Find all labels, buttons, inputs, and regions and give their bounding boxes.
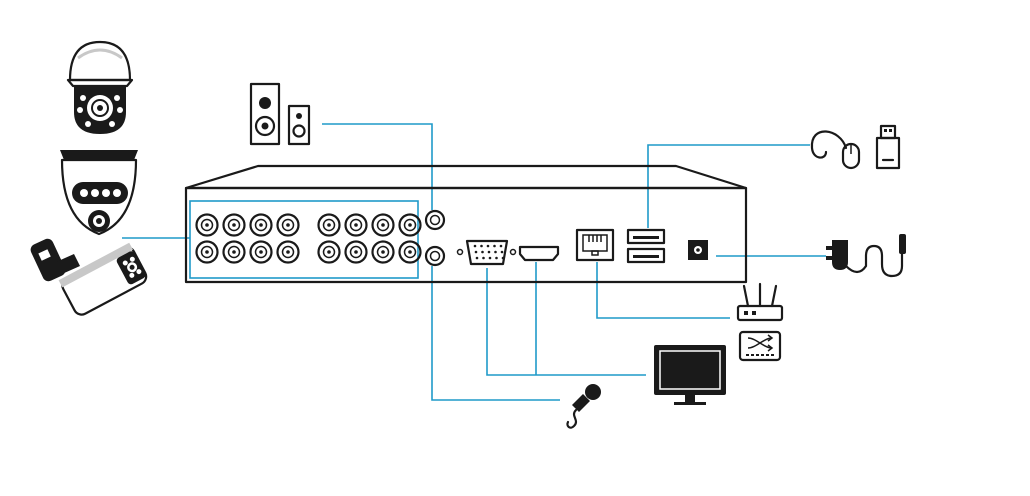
bnc-port[interactable] <box>222 240 246 264</box>
vga-pin <box>487 250 491 254</box>
bnc-port[interactable] <box>317 240 341 264</box>
dc-power-port[interactable] <box>688 240 708 260</box>
bnc-port[interactable] <box>398 213 422 237</box>
vga-pin <box>481 250 484 254</box>
power-adapter-icon <box>826 234 906 278</box>
wire-vga <box>486 268 646 376</box>
bnc-port[interactable] <box>249 213 273 237</box>
bnc-port[interactable] <box>222 213 246 237</box>
bnc-port-grid <box>195 213 422 264</box>
router-icon <box>736 282 784 322</box>
network-switch-icon <box>738 330 782 362</box>
microphone-icon <box>566 384 601 429</box>
bnc-port[interactable] <box>371 213 395 237</box>
bnc-port[interactable] <box>276 213 300 237</box>
vga-pin <box>480 244 483 248</box>
bnc-port[interactable] <box>344 240 368 264</box>
speaker-icon <box>249 82 311 146</box>
vga-pin <box>475 256 479 260</box>
bnc-port[interactable] <box>371 240 395 264</box>
vga-pin <box>500 250 504 254</box>
bnc-port-group-highlight <box>189 200 419 279</box>
vga-port[interactable] <box>456 239 517 266</box>
vga-pin <box>474 250 478 254</box>
vga-pin <box>493 244 496 248</box>
vga-pin <box>482 256 485 260</box>
usb-drive-icon <box>875 124 901 170</box>
ptz-camera-icon <box>66 40 134 134</box>
bullet-camera-icon <box>30 238 148 316</box>
bnc-port[interactable] <box>317 213 341 237</box>
bnc-port[interactable] <box>344 213 368 237</box>
hdmi-port[interactable] <box>518 245 560 262</box>
bnc-port[interactable] <box>398 240 422 264</box>
bnc-port[interactable] <box>195 213 219 237</box>
usb-ports[interactable] <box>626 228 666 264</box>
mouse-icon <box>810 130 861 170</box>
vga-pin <box>501 256 505 260</box>
bnc-port[interactable] <box>195 240 219 264</box>
vga-pin <box>486 244 490 248</box>
lan-port[interactable] <box>575 228 615 262</box>
bnc-port[interactable] <box>276 240 300 264</box>
monitor-icon <box>654 345 726 405</box>
wire-microphone <box>431 266 560 401</box>
bnc-port[interactable] <box>249 240 273 264</box>
connection-wires <box>122 123 826 401</box>
vga-pin <box>499 244 503 248</box>
wire-speaker <box>322 123 433 210</box>
dvr-recorder <box>184 164 748 284</box>
vga-pin <box>473 244 477 248</box>
audio-rca-ports[interactable] <box>424 209 446 267</box>
vga-pin <box>495 256 498 260</box>
vga-pin <box>488 256 492 260</box>
wire-lan <box>596 262 730 319</box>
dome-camera-icon <box>60 150 138 236</box>
wire-usb <box>647 144 810 228</box>
vga-pin <box>494 250 497 254</box>
